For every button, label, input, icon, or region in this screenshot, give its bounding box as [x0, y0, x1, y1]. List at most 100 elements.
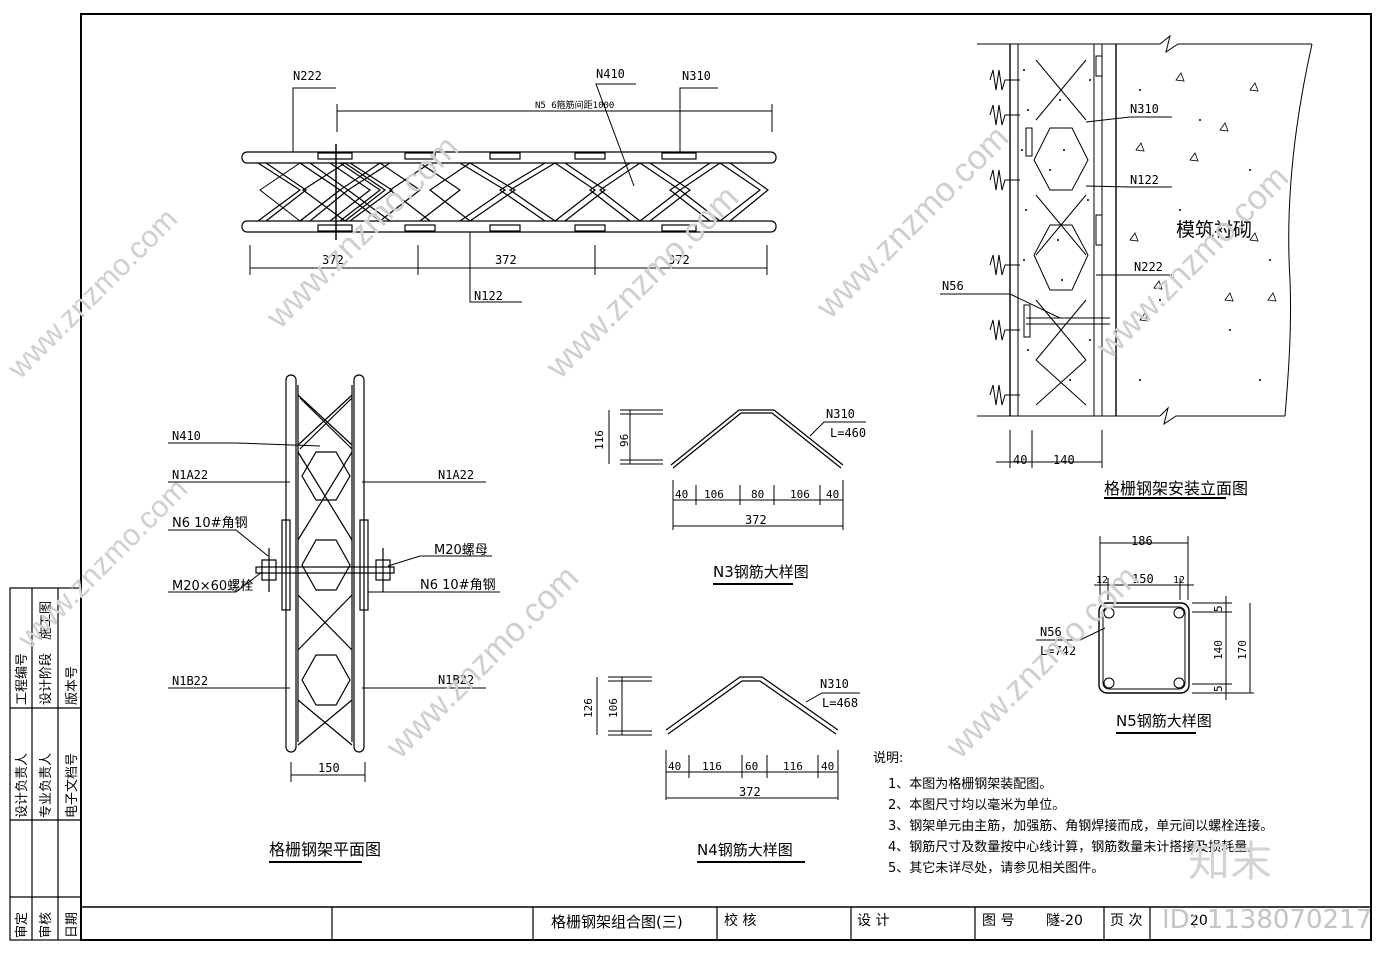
n5-dim-140: 140: [1212, 640, 1225, 660]
n4-detail: [596, 676, 860, 863]
plan-title: 格栅钢架平面图: [269, 840, 381, 859]
n5-dim-150: 150: [1132, 572, 1154, 586]
install-label-n310: N310: [1130, 102, 1159, 116]
watermark-site-7: www.znzmo.com: [938, 558, 1146, 766]
truss-elevation: [241, 144, 777, 240]
drawing-no-label: 图 号: [982, 913, 1014, 929]
page-number: 20: [1190, 913, 1208, 929]
side-block: [9, 587, 82, 941]
note-4: 4、钢筋尺寸及数量按中心线计算，钢筋数量未计搭接及损耗量。: [888, 839, 1260, 855]
n5-dim-5-top: 5: [1212, 605, 1225, 612]
n4-dim-5: 40: [821, 760, 834, 773]
n5-dim-186: 186: [1131, 534, 1153, 548]
dim-372-a: 372: [322, 253, 344, 267]
plan-label-n6-right: N6 10#角钢: [420, 578, 496, 593]
n4-dim-2: 116: [702, 760, 722, 773]
design-label: 设 计: [857, 913, 889, 929]
n5-detail: [1036, 536, 1254, 734]
check-label: 校 核: [724, 912, 756, 929]
n4-label: N310: [820, 677, 849, 691]
dim-372-c: 372: [668, 253, 690, 267]
lining-label: 模筑衬砌: [1176, 219, 1252, 241]
side-discipline-lead: 专业负责人: [39, 753, 54, 818]
install-elevation: [940, 34, 1313, 499]
n3-length: L=460: [830, 426, 866, 440]
side-project-no: 工程编号: [15, 653, 30, 705]
label-n310: N310: [682, 69, 711, 83]
n3-dim-1: 40: [675, 488, 688, 501]
spacing-note: N5 6箍筋间距1000: [535, 99, 614, 111]
concrete-dots: [1021, 69, 1271, 381]
n5-label: N56: [1040, 625, 1062, 639]
notes-heading: 说明:: [873, 751, 903, 766]
n3-dim-4: 106: [790, 488, 810, 501]
n4-length: L=468: [822, 696, 858, 710]
watermark-id: ID: 1138070217: [1162, 905, 1372, 935]
n3-vdim-96: 96: [618, 434, 631, 447]
n5-title: N5钢筋大样图: [1116, 712, 1212, 730]
title-block: [331, 907, 1151, 940]
n3-total: 372: [745, 513, 767, 527]
label-n222: N222: [293, 69, 322, 83]
plan-view: [255, 374, 395, 753]
side-version: 版本号: [65, 666, 80, 705]
n3-detail: [608, 409, 866, 585]
plan-label-m20-bolt: M20×60螺栓: [172, 579, 253, 594]
drawing-name: 格栅钢架组合图(三): [551, 913, 683, 931]
n4-dim-4: 116: [783, 760, 803, 773]
n3-label: N310: [826, 407, 855, 421]
plan-label-m20-nut: M20螺母: [434, 543, 488, 558]
n4-total: 372: [739, 785, 761, 799]
n5-dim-12-left: 12: [1096, 575, 1108, 586]
plan-label-n1a22-right: N1A22: [438, 468, 474, 482]
watermark-site-4: www.znzmo.com: [808, 118, 1016, 326]
install-label-n222: N222: [1134, 260, 1163, 274]
n3-title: N3钢筋大样图: [713, 563, 809, 581]
drawing-no: 隧-20: [1046, 913, 1083, 929]
side-date: 日期: [65, 912, 80, 938]
plan-label-n6-left: N6 10#角钢: [172, 516, 248, 531]
n4-vdim-106: 106: [607, 698, 620, 718]
plan-width-dim: 150: [318, 761, 340, 775]
watermark-site-5: www.znzmo.com: [1088, 158, 1296, 366]
note-3: 3、钢架单元由主筋，加强筋、角钢焊接而成，单元间以螺栓连接。: [888, 818, 1273, 834]
n4-dim-1: 40: [668, 760, 681, 773]
n4-title: N4钢筋大样图: [697, 841, 793, 859]
install-title: 格栅钢架安装立面图: [1104, 479, 1248, 498]
label-n122: N122: [474, 289, 503, 303]
n3-vdim-116: 116: [593, 430, 606, 450]
n4-dim-3: 60: [745, 760, 758, 773]
side-e-doc-no: 电子文档号: [65, 753, 80, 818]
watermark-site-1: www.znzmo.com: [1, 202, 184, 385]
install-label-n122: N122: [1130, 173, 1159, 187]
side-approve: 审定: [15, 912, 30, 938]
n4-vdim-126: 126: [582, 698, 595, 718]
install-dim-140: 140: [1053, 453, 1075, 467]
install-label-n56: N56: [942, 279, 964, 293]
note-5: 5、其它未详尽处，请参见相关图件。: [888, 860, 1104, 876]
n5-length: L=742: [1040, 644, 1076, 658]
n3-dim-5: 40: [826, 488, 839, 501]
plan-label-n1b22-left: N1B22: [172, 674, 208, 688]
plan-label-n1a22-left: N1A22: [172, 468, 208, 482]
sheet-border: [80, 13, 1372, 941]
n5-dim-5-bottom: 5: [1212, 685, 1225, 692]
note-1: 1、本图为格栅钢架装配图。: [888, 776, 1052, 792]
side-design-stage: 设计阶段: [39, 653, 54, 705]
n5-dim-12-right: 12: [1173, 575, 1185, 586]
watermark-site-8: www.znzmo.com: [11, 472, 194, 655]
side-design-lead: 设计负责人: [15, 753, 30, 818]
label-n410: N410: [596, 67, 625, 81]
side-review: 审核: [39, 912, 54, 938]
note-2: 2、本图尺寸均以毫米为单位。: [888, 797, 1065, 813]
plan-label-n1b22-right: N1B22: [438, 673, 474, 687]
side-construction-drawing: 施工图: [39, 601, 54, 640]
watermark-logo: 知末: [1188, 837, 1272, 886]
dim-372-b: 372: [495, 253, 517, 267]
n5-dim-170: 170: [1236, 640, 1249, 660]
install-dim-40: 40: [1013, 453, 1027, 467]
page-label: 页 次: [1110, 913, 1142, 929]
n3-dim-3: 80: [751, 488, 764, 501]
plan-label-n410: N410: [172, 429, 201, 443]
